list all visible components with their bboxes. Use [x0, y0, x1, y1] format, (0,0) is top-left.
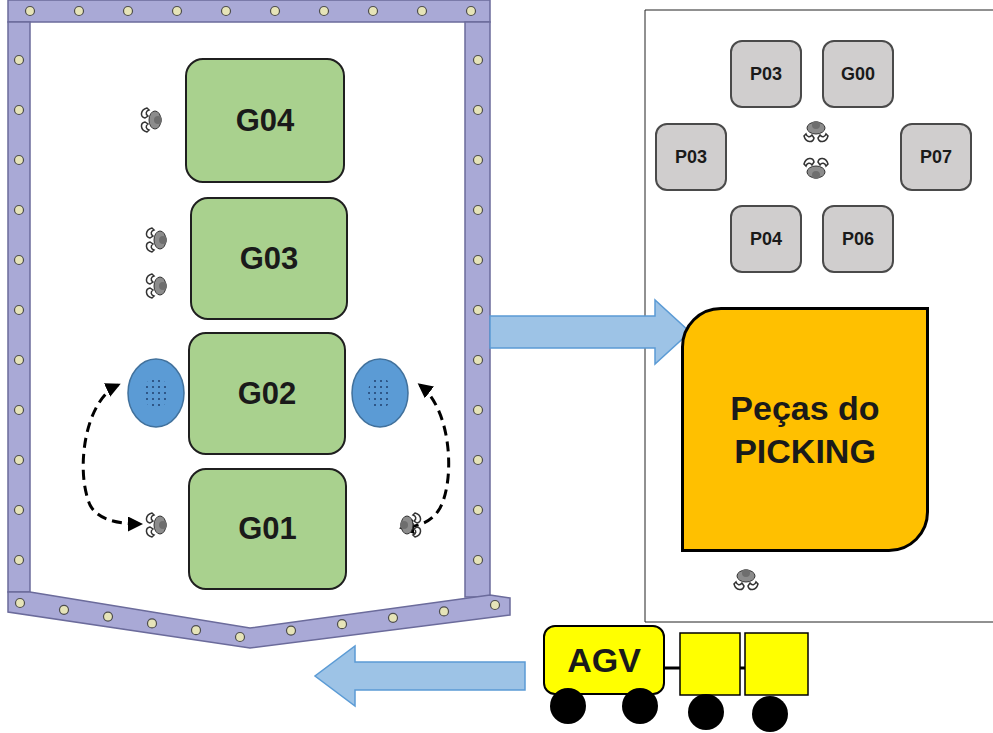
rivet — [440, 607, 449, 616]
position-box: P03 — [655, 123, 727, 191]
rivet — [124, 7, 133, 16]
box-label: P07 — [920, 147, 952, 168]
rivet — [148, 619, 157, 628]
rivet — [15, 206, 24, 215]
box-label: P03 — [750, 64, 782, 85]
rivet — [15, 456, 24, 465]
rivet — [271, 7, 280, 16]
rivet — [474, 556, 483, 565]
box-label: Peças do PICKING — [684, 387, 926, 472]
box-label: G00 — [841, 64, 875, 85]
rivet — [192, 626, 201, 635]
flow-arrow — [315, 646, 525, 706]
rivet — [26, 7, 35, 16]
rivet — [474, 406, 483, 415]
rivet — [236, 633, 245, 642]
box-label: G03 — [240, 241, 299, 277]
rivet — [474, 106, 483, 115]
gate-box: G03 — [190, 197, 348, 320]
rivet — [338, 620, 347, 629]
agv-box: AGV — [543, 625, 665, 695]
rivet — [369, 7, 378, 16]
picking-area — [645, 10, 993, 622]
rivet — [474, 356, 483, 365]
rivet — [15, 56, 24, 65]
rivet — [320, 7, 329, 16]
picking-box: Peças do PICKING — [681, 307, 929, 552]
rotation-arrow — [402, 385, 449, 528]
rivet — [15, 306, 24, 315]
position-box: P06 — [822, 205, 894, 273]
box-label: P04 — [750, 229, 782, 250]
rivet — [15, 356, 24, 365]
pocket-outline — [8, 0, 510, 648]
rotation-arrow — [83, 385, 140, 524]
rivet — [15, 506, 24, 515]
rivet — [287, 626, 296, 635]
flow-arrow — [490, 300, 690, 364]
rivet — [16, 599, 25, 608]
rivet — [474, 56, 483, 65]
agv-trailer — [660, 633, 808, 695]
box-label: P06 — [842, 229, 874, 250]
gate-box: G01 — [188, 468, 347, 590]
rivet — [222, 7, 231, 16]
rivet — [60, 605, 69, 614]
box-label: AGV — [567, 641, 641, 680]
gate-box: G02 — [188, 332, 346, 455]
rivet — [474, 456, 483, 465]
rivet — [474, 206, 483, 215]
box-label: G04 — [236, 103, 295, 139]
position-box: P07 — [900, 123, 972, 191]
rivet — [173, 7, 182, 16]
rivet — [15, 106, 24, 115]
rivet — [15, 156, 24, 165]
rivet — [104, 612, 113, 621]
rivet — [15, 406, 24, 415]
box-label: G02 — [238, 376, 297, 412]
rivet — [474, 306, 483, 315]
rivet — [15, 256, 24, 265]
gate-box: G04 — [185, 58, 345, 183]
box-label: G01 — [238, 511, 297, 547]
rivet — [75, 7, 84, 16]
position-box: P04 — [730, 205, 802, 273]
box-label: P03 — [675, 147, 707, 168]
rivet — [474, 256, 483, 265]
rivet — [474, 506, 483, 515]
rivet — [474, 156, 483, 165]
rivet — [467, 7, 476, 16]
rivet — [418, 7, 427, 16]
position-box: P03 — [730, 40, 802, 108]
position-box: G00 — [822, 40, 894, 108]
rivet — [15, 556, 24, 565]
rivet — [491, 601, 500, 610]
rivet — [389, 613, 398, 622]
